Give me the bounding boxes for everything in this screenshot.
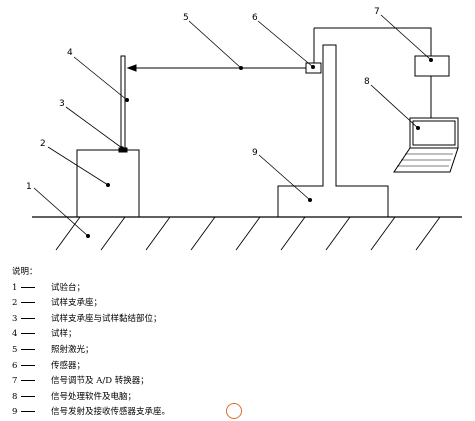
legend-item-text: 传感器；: [51, 360, 86, 371]
cable-to-converter: [314, 27, 432, 56]
ad-converter: [414, 55, 450, 77]
legend-item-text: 信号调节及 A/D 转换器；: [51, 376, 149, 387]
legend-item-text: 试样支承座与试样黏结部位；: [51, 313, 162, 324]
floating-bubble-icon[interactable]: [226, 403, 242, 419]
legend-item-text: 试样支承座；: [51, 298, 103, 309]
callout-4: 4: [67, 48, 73, 58]
legend-item: 6 传感器；: [12, 359, 170, 375]
callout-5: 5: [183, 13, 189, 23]
legend-dash: [21, 348, 35, 350]
legend-dash: [21, 317, 35, 319]
legend-item-number: 6: [12, 360, 18, 371]
legend-item: 9 信号发射及接收传感器支承座。: [12, 405, 170, 421]
sensor-support-base: [277, 44, 389, 217]
legend-item: 3 试样支承座与试样黏结部位；: [12, 312, 170, 328]
legend-item-number: 3: [12, 313, 18, 324]
legend-item: 8 信号处理软件及电脑；: [12, 390, 170, 406]
laptop-computer: [393, 117, 459, 173]
legend-dash: [21, 364, 35, 366]
legend-item-number: 8: [12, 391, 18, 402]
legend-item-text: 照射激光；: [51, 344, 94, 355]
callout-9: 9: [252, 148, 258, 158]
laser-arrowhead: [126, 64, 137, 72]
specimen-plate: [120, 55, 126, 151]
legend-title: 说明：: [12, 267, 38, 277]
legend-item-number: 1: [12, 282, 18, 293]
legend-item: 1 试验台；: [12, 281, 170, 297]
legend-item-number: 9: [12, 407, 18, 418]
legend-item-number: 5: [12, 344, 18, 355]
legend-item-text: 试样；: [51, 329, 77, 340]
legend-item: 7 信号调节及 A/D 转换器；: [12, 374, 170, 390]
legend-item: 5 照射激光；: [12, 343, 170, 359]
test-setup-diagram: 1 2 3 4 5 6 7 8 9: [26, 7, 462, 251]
legend-item-number: 2: [12, 298, 18, 309]
legend-item-text: 试验台；: [51, 282, 86, 293]
callout-3: 3: [59, 99, 65, 109]
ground-hatching: [55, 216, 441, 251]
legend-dash: [21, 411, 35, 413]
legend-item: 4 试样；: [12, 327, 170, 343]
leader-dots: [86, 58, 433, 238]
callout-8: 8: [364, 77, 370, 87]
legend-item-number: 4: [12, 329, 18, 340]
callout-2: 2: [40, 139, 46, 149]
legend-dash: [21, 302, 35, 304]
legend-dash: [21, 333, 35, 335]
legend-dash: [21, 286, 35, 288]
callout-7: 7: [374, 7, 380, 17]
callout-1: 1: [26, 182, 32, 192]
legend-item-text: 信号处理软件及电脑；: [51, 391, 137, 402]
callout-6: 6: [252, 13, 258, 23]
legend-dash: [21, 395, 35, 397]
specimen-support-block: [76, 149, 140, 218]
leader-lines: [33, 14, 432, 237]
legend-item: 2 试样支承座；: [12, 296, 170, 312]
legend-dash: [21, 380, 35, 382]
legend: 说明： 1 试验台； 2 试样支承座； 3 试样支承座与试样黏结部位； 4 试样； 5 照…: [12, 265, 170, 421]
legend-item-number: 7: [12, 376, 18, 387]
legend-item-text: 信号发射及接收传感器支承座。: [51, 407, 171, 418]
